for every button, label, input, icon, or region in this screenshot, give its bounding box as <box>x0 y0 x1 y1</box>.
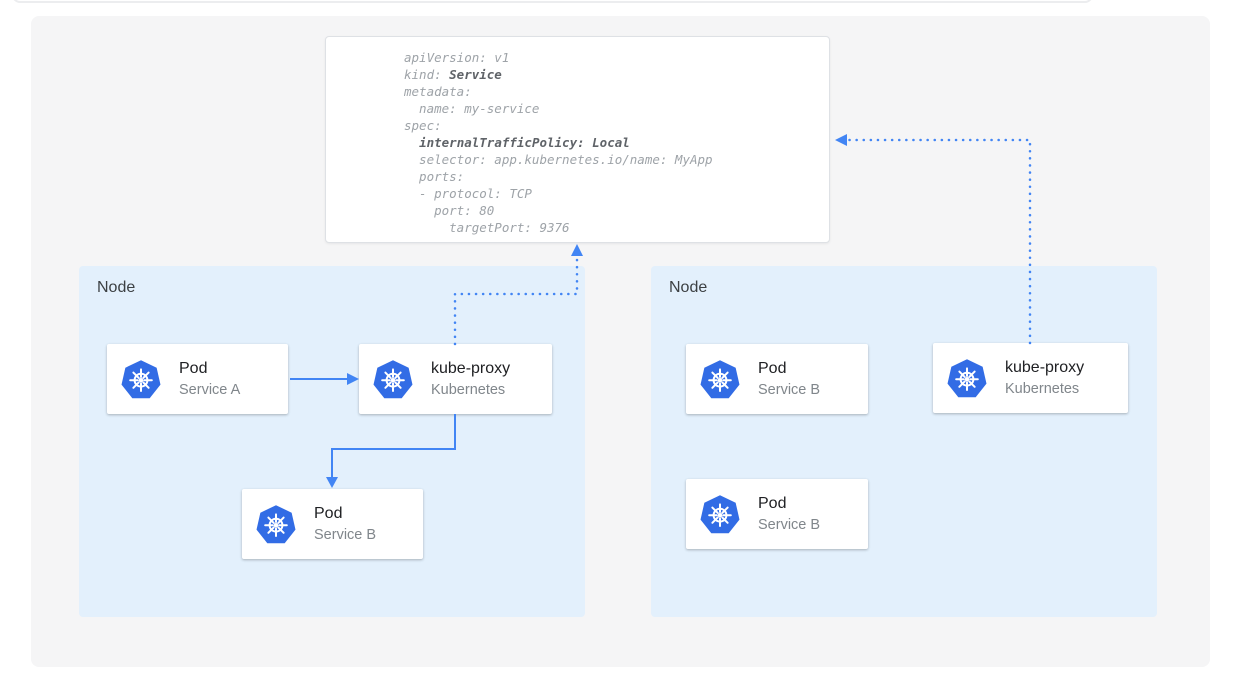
card-subtitle: Kubernetes <box>431 382 506 398</box>
card-text: Pod Service B <box>314 503 376 545</box>
kubernetes-icon <box>700 494 740 534</box>
yaml-line: - protocol: TCP <box>404 186 532 201</box>
yaml-line: ports: <box>404 169 465 184</box>
kubernetes-icon <box>256 504 296 544</box>
card-subtitle: Service A <box>179 382 241 398</box>
yaml-line: metadata: <box>404 84 472 99</box>
yaml-line: apiVersion: v1 <box>404 50 510 65</box>
card-text: Pod Service B <box>758 358 820 400</box>
node-box-left: Node <box>79 266 585 617</box>
node-box-right: Node <box>651 266 1157 617</box>
card-text: Pod Service A <box>179 358 240 400</box>
card-title: kube-proxy <box>1005 359 1085 376</box>
card-subtitle: Kubernetes <box>1005 381 1080 397</box>
kubernetes-icon <box>121 359 161 399</box>
service-yaml-card: apiVersion: v1 kind: Service metadata: n… <box>325 36 830 243</box>
card-text: Pod Service B <box>758 493 820 535</box>
card-text: kube-proxy Kubernetes <box>431 358 510 400</box>
card-title: Pod <box>314 505 343 522</box>
yaml-line: targetPort: 9376 <box>404 220 570 235</box>
card-kube-proxy-right: kube-proxy Kubernetes <box>933 343 1128 413</box>
card-pod-service-b-left: Pod Service B <box>242 489 423 559</box>
yaml-line: port: 80 <box>404 203 495 218</box>
card-pod-service-b-right-bottom: Pod Service B <box>686 479 868 549</box>
yaml-line: spec: <box>404 118 442 133</box>
node-label: Node <box>669 279 708 296</box>
kubernetes-icon <box>947 358 987 398</box>
card-pod-service-a: Pod Service A <box>107 344 288 414</box>
card-title: Pod <box>758 360 787 377</box>
card-title: Pod <box>179 360 208 377</box>
card-title: kube-proxy <box>431 360 511 377</box>
card-subtitle: Service B <box>758 517 821 533</box>
kubernetes-icon <box>373 359 413 399</box>
card-subtitle: Service B <box>758 382 821 398</box>
card-subtitle: Service B <box>314 527 377 543</box>
node-label: Node <box>97 279 136 296</box>
yaml-line: name: my-service <box>404 101 540 116</box>
kubernetes-icon <box>700 359 740 399</box>
card-kube-proxy-left: kube-proxy Kubernetes <box>359 344 552 414</box>
card-pod-service-b-right-top: Pod Service B <box>686 344 868 414</box>
yaml-line: selector: app.kubernetes.io/name: MyApp <box>404 152 713 167</box>
yaml-line: internalTrafficPolicy: Local <box>419 135 630 150</box>
yaml-line: kind: Service <box>404 67 502 82</box>
card-title: Pod <box>758 495 787 512</box>
card-text: kube-proxy Kubernetes <box>1005 357 1084 399</box>
previous-section-bottom-edge <box>12 0 1093 3</box>
